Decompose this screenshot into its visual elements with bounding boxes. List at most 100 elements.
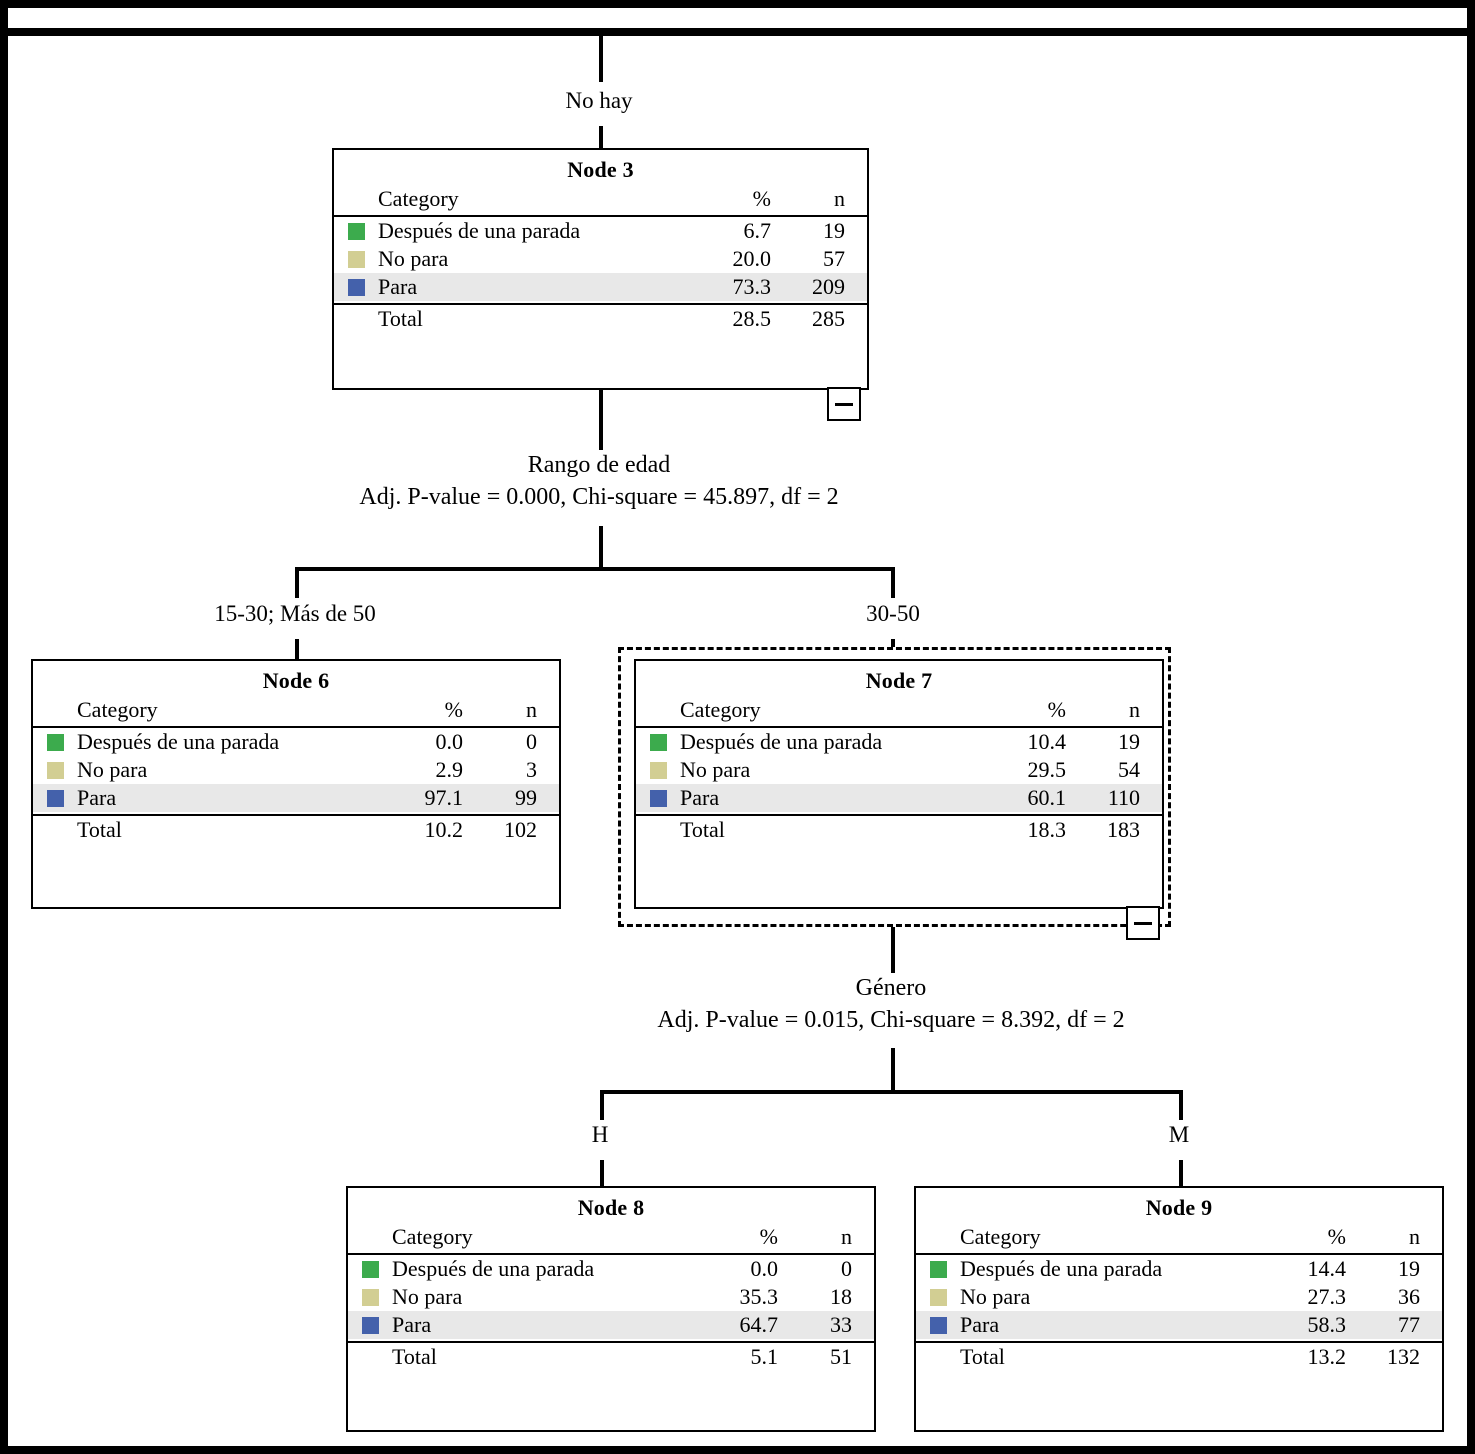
row-count: 99 — [463, 784, 559, 812]
table-row: Después de una parada 0.0 0 — [33, 727, 559, 756]
row-count: 19 — [1118, 729, 1140, 754]
row-label: Después de una parada — [960, 1256, 1163, 1281]
edge-node7-stem — [891, 909, 895, 973]
split-label-node3: Rango de edad Adj. P-value = 0.000, Chi-… — [149, 450, 1049, 513]
row-percent: 2.9 — [435, 757, 464, 782]
table-row: Después de una parada 6.7 19 — [334, 216, 867, 245]
row-percent: 27.3 — [1307, 1284, 1347, 1309]
edge-node3-bracket — [295, 567, 895, 571]
table-header-row: Category % n — [348, 1223, 874, 1251]
column-header-n: n — [526, 697, 537, 722]
total-rule — [33, 812, 559, 816]
row-count: 33 — [778, 1311, 874, 1339]
column-header-category: Category — [392, 1224, 473, 1249]
total-row: Total 28.5 285 — [334, 304, 867, 333]
total-percent: 13.2 — [1307, 1344, 1347, 1369]
row-label: Después de una parada — [77, 729, 280, 754]
column-header-percent: % — [1327, 1224, 1346, 1249]
column-header-n: n — [1129, 697, 1140, 722]
row-count: 0 — [526, 729, 537, 754]
row-label: No para — [378, 246, 449, 271]
row-count: 209 — [771, 273, 867, 301]
column-header-n: n — [1409, 1224, 1420, 1249]
row-percent: 73.3 — [685, 273, 771, 301]
split-variable-node7: Género — [855, 975, 927, 1001]
header-rule — [334, 213, 867, 217]
node-6[interactable]: Node 6 Category % n Después de una parad… — [31, 659, 561, 909]
row-percent: 35.3 — [739, 1284, 779, 1309]
total-percent: 10.2 — [424, 817, 464, 842]
column-header-category: Category — [960, 1224, 1041, 1249]
total-percent: 18.3 — [1027, 817, 1067, 842]
row-percent: 29.5 — [1027, 757, 1067, 782]
node-9[interactable]: Node 9 Category % n Después de una parad… — [914, 1186, 1444, 1432]
row-count: 19 — [1398, 1256, 1420, 1281]
total-row: Total 13.2 132 — [916, 1342, 1442, 1371]
row-label: Para — [77, 784, 377, 812]
table-row-majority: Para 97.1 99 — [33, 784, 559, 812]
row-label: Después de una parada — [392, 1256, 595, 1281]
node-9-title: Node 9 — [1145, 1195, 1213, 1220]
table-row-majority: Para 60.1 110 — [636, 784, 1162, 812]
edge-to-node9 — [1179, 1160, 1183, 1186]
edge-node3-stem — [599, 390, 603, 450]
legend-swatch-para — [334, 273, 378, 301]
header-rule — [636, 724, 1162, 728]
split-stats-node7: Adj. P-value = 0.015, Chi-square = 8.392… — [657, 1006, 1125, 1033]
edge-label-node7-left: H — [591, 1122, 609, 1147]
table-row: No para 20.0 57 — [334, 245, 867, 273]
total-percent: 5.1 — [750, 1344, 779, 1369]
row-count: 0 — [841, 1256, 852, 1281]
legend-swatch-despues — [348, 1254, 392, 1283]
row-count: 3 — [526, 757, 537, 782]
total-count: 132 — [1387, 1344, 1420, 1369]
row-label: Después de una parada — [378, 218, 581, 243]
edge-label-node3-right: 30-50 — [866, 601, 920, 626]
row-percent: 58.3 — [1260, 1311, 1346, 1339]
node-8[interactable]: Node 8 Category % n Después de una parad… — [346, 1186, 876, 1432]
table-row-majority: Para 58.3 77 — [916, 1311, 1442, 1339]
node-3-collapse-button[interactable] — [827, 387, 861, 421]
edge-node3-right-drop — [891, 567, 895, 598]
total-label: Total — [960, 1344, 1005, 1369]
row-label: Para — [960, 1311, 1260, 1339]
node-7-collapse-button[interactable] — [1126, 906, 1160, 940]
table-row: Después de una parada 0.0 0 — [348, 1254, 874, 1283]
legend-swatch-para — [916, 1311, 960, 1339]
row-count: 18 — [830, 1284, 852, 1309]
legend-swatch-no-para — [348, 1283, 392, 1311]
edge-label-node3-left: 15-30; Más de 50 — [214, 601, 376, 626]
table-row: No para 35.3 18 — [348, 1283, 874, 1311]
legend-swatch-para — [636, 784, 680, 812]
edge-node3-stem-lower — [599, 526, 603, 569]
node-3[interactable]: Node 3 Category % n Después de una parad… — [332, 148, 869, 390]
node-7[interactable]: Node 7 Category % n Después de una parad… — [634, 659, 1164, 909]
table-row: No para 2.9 3 — [33, 756, 559, 784]
edge-node7-bracket — [600, 1090, 1183, 1094]
node-9-table: Category % n Después de una parada 14.4 … — [916, 1223, 1442, 1371]
column-header-percent: % — [759, 1224, 778, 1249]
row-label: No para — [960, 1284, 1031, 1309]
total-label: Total — [680, 817, 725, 842]
column-header-percent: % — [444, 697, 463, 722]
row-label: Después de una parada — [680, 729, 883, 754]
edge-label-root-to-node3: No hay — [565, 88, 633, 113]
row-label: Para — [680, 784, 980, 812]
total-count: 285 — [812, 306, 845, 331]
node-8-title: Node 8 — [577, 1195, 645, 1220]
legend-swatch-despues — [334, 216, 378, 245]
row-label: No para — [392, 1284, 463, 1309]
node-6-title: Node 6 — [262, 668, 330, 693]
legend-swatch-no-para — [334, 245, 378, 273]
node-3-title: Node 3 — [567, 157, 634, 182]
table-header-row: Category % n — [916, 1223, 1442, 1251]
edge-node7-right-drop — [1179, 1090, 1183, 1120]
column-header-percent: % — [1047, 697, 1066, 722]
table-row: Después de una parada 10.4 19 — [636, 727, 1162, 756]
legend-swatch-para — [33, 784, 77, 812]
total-rule — [636, 812, 1162, 816]
tree-canvas: No hay Node 3 Category % n Después de un… — [8, 36, 1467, 1446]
node-7-title: Node 7 — [865, 668, 933, 693]
row-percent: 64.7 — [692, 1311, 778, 1339]
legend-swatch-para — [348, 1311, 392, 1339]
